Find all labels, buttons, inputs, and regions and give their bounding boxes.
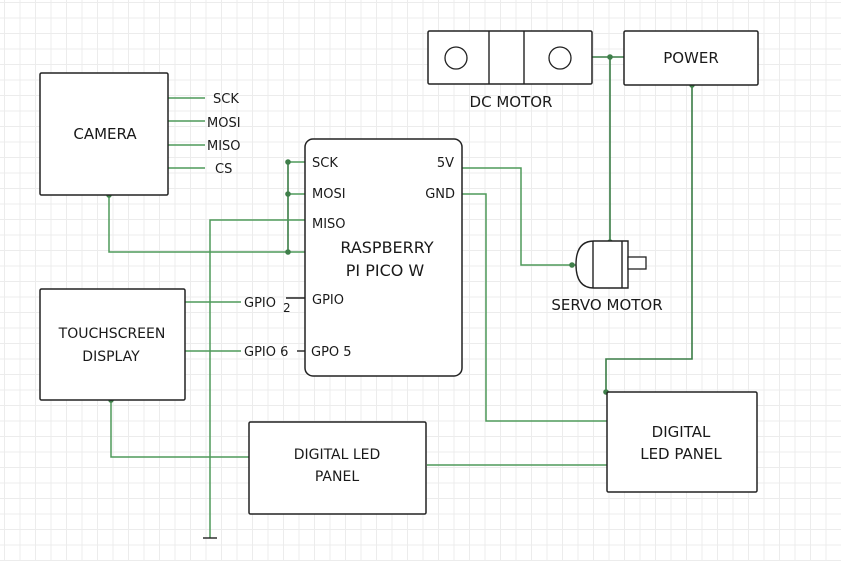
power-label: POWER [663,49,719,67]
led-panel-right-label-line2: LED PANEL [640,445,722,463]
touchscreen-label-line2: DISPLAY [82,349,140,365]
led-panel-right-label-line1: DIGITAL [652,423,711,441]
power-component[interactable]: POWER [623,30,759,86]
led-panel-left-label-line2: PANEL [315,469,359,485]
led-panel-right-box[interactable] [606,391,758,493]
dc-motor-terminal-icon [548,46,572,70]
wires [108,56,693,539]
wire-camera-to-pico [108,195,288,253]
wire-power-to-led-right [605,85,693,392]
net-label-gpio2: GPIO [244,296,276,311]
camera-component[interactable]: CAMERA SCK MOSI MISO CS [39,72,241,196]
servo-motor-component[interactable]: SERVO MOTOR [551,240,663,314]
junction-dot [607,54,613,60]
pico-box[interactable] [304,138,463,377]
pico-pin-5v: 5V [437,156,454,171]
junction-dot [285,191,291,197]
led-panel-left-component[interactable]: DIGITAL LED PANEL [248,421,427,515]
pico-label-line2: PI PICO W [346,261,425,280]
camera-pin-sck: SCK [213,92,239,107]
net-label-gpio2-sub: 2 [283,301,291,315]
dc-motor-label: DC MOTOR [470,93,553,111]
wire-touchscreen-to-led-left [110,400,249,458]
servo-motor-shaft-icon [627,256,647,270]
camera-pin-mosi: MOSI [207,116,241,131]
led-panel-right-component[interactable]: DIGITAL LED PANEL [606,391,758,493]
pico-label-line1: RASPBERRY [340,238,434,257]
junction-dot [285,249,291,255]
pico-pin-mosi: MOSI [312,187,346,202]
dc-motor-component[interactable]: DC MOTOR [427,30,593,111]
junction-dot [285,159,291,165]
dc-motor-box[interactable] [427,30,593,85]
touchscreen-box[interactable] [39,288,186,401]
led-panel-left-box[interactable] [248,421,427,515]
touchscreen-component[interactable]: TOUCHSCREEN DISPLAY [39,288,186,401]
pico-pin-gpio: GPIO [312,293,344,308]
power-box[interactable] [623,30,759,86]
junction-dot [569,262,575,268]
wire-gnd-to-led-right [462,193,607,422]
net-label-gpio6: GPIO 6 [244,345,288,360]
pico-pin-miso: MISO [312,217,346,232]
wire-5v-to-servo [462,167,576,266]
wire-miso-to-ground [209,219,305,538]
camera-label: CAMERA [73,125,137,143]
servo-motor-label: SERVO MOTOR [551,296,662,314]
led-panel-left-label-line1: DIGITAL LED [294,447,381,463]
servo-motor-body-icon[interactable] [575,240,629,289]
touchscreen-label-line1: TOUCHSCREEN [58,326,166,342]
camera-pin-cs: CS [215,162,232,177]
camera-box[interactable] [39,72,169,196]
dc-motor-terminal-icon [444,46,468,70]
pico-pin-sck: SCK [312,156,338,171]
pico-pin-gpo5: GPO 5 [311,345,352,360]
pico-pin-gnd: GND [425,187,455,202]
camera-pin-miso: MISO [207,139,241,154]
pico-component[interactable]: SCK MOSI MISO GPIO GPO 5 5V GND RASPBERR… [304,138,463,377]
